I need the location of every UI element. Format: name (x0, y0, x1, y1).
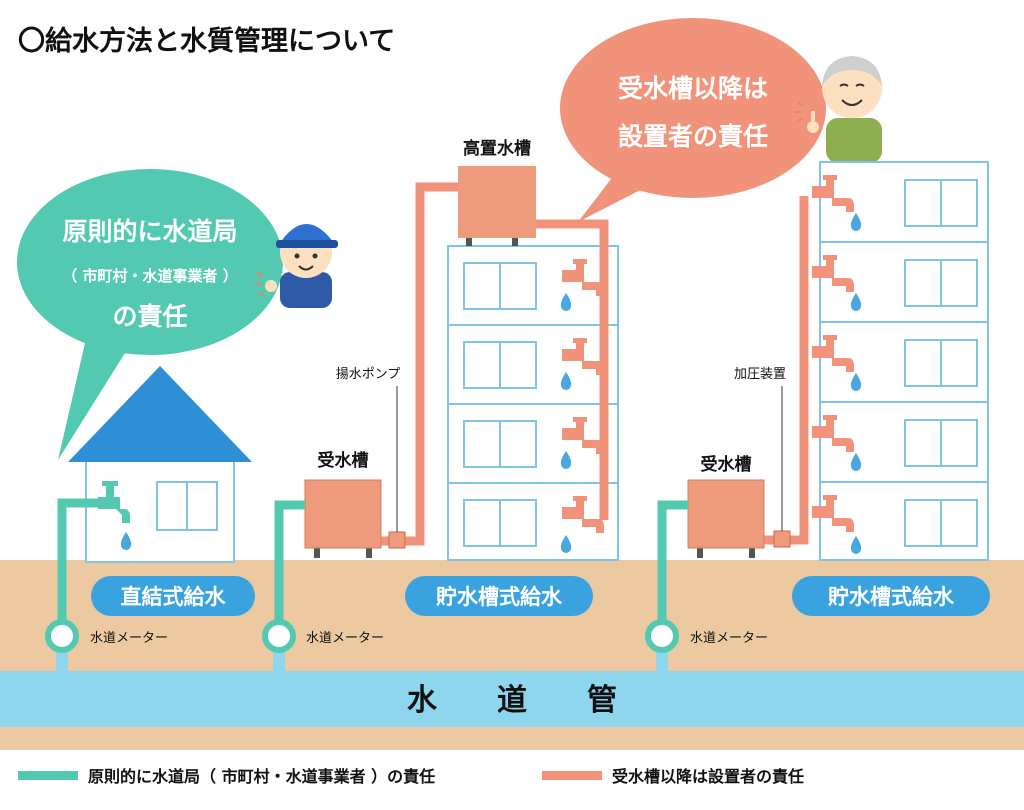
tank-supply-pill-1: 貯水槽式給水 (405, 576, 593, 616)
direct-supply-label: 直結式給水 (121, 585, 227, 609)
tank-supply-label-2: 貯水槽式給水 (828, 585, 955, 609)
direct-supply-pipe (57, 481, 132, 655)
water-main-label: 水 道 管 (407, 683, 617, 718)
legend-salmon-swatch (542, 771, 602, 780)
bubble-city-line2: （ 市町村・水道事業者 ） (62, 267, 237, 285)
elevated-tank-building (447, 245, 619, 561)
meter-1-label: 水道メーター (90, 631, 168, 646)
direct-supply-pill: 直結式給水 (91, 576, 255, 616)
receiving-tank-1-label: 受水槽 (318, 450, 369, 471)
booster-building (819, 161, 989, 561)
legend-green-swatch (18, 771, 78, 780)
booster-label: 加圧装置 (734, 367, 786, 382)
meter-2-label: 水道メーター (306, 631, 384, 646)
booster-icon: 加圧装置 (734, 367, 791, 548)
elevated-tank: 高置水槽 (458, 138, 536, 246)
bubble-owner-line2: 設置者の責任 (618, 122, 768, 151)
page-title: 〇給水方法と水質管理について (18, 25, 395, 57)
water-meter-2: 水道メーター (262, 619, 384, 653)
city-responsibility-bubble: 原則的に水道局 （ 市町村・水道事業者 ） の責任 (17, 169, 283, 460)
receiving-tank-1: 受水槽 (304, 450, 382, 558)
bubble-owner-line1: 受水槽以降は (618, 74, 768, 103)
owner-responsibility-bubble: 受水槽以降は 設置者の責任 (560, 18, 826, 222)
supply-pipe-tank-2 (657, 500, 688, 655)
receiving-tank-2-label: 受水槽 (701, 454, 752, 475)
pump-icon: 揚水ポンプ (336, 366, 406, 549)
meter-3-label: 水道メーター (690, 631, 768, 646)
water-meter-3: 水道メーター (645, 619, 768, 653)
legend: 原則的に水道局（ 市町村・水道事業者 ）の責任 受水槽以降は設置者の責任 (18, 767, 804, 786)
house (68, 366, 252, 563)
receiving-tank-2: 受水槽 (687, 454, 765, 558)
bubble-city-line1: 原則的に水道局 (62, 217, 237, 246)
supply-pipe-tank-1 (274, 500, 305, 655)
tank-supply-pill-2: 貯水槽式給水 (792, 576, 990, 616)
pump-label: 揚水ポンプ (336, 366, 401, 382)
elevated-tank-label: 高置水槽 (463, 138, 531, 159)
legend-salmon-label: 受水槽以降は設置者の責任 (612, 767, 804, 786)
water-worker-icon (255, 224, 338, 308)
tank-supply-label-1: 貯水槽式給水 (436, 585, 563, 609)
building-owner-icon (794, 56, 882, 163)
water-meter-1: 水道メーター (45, 619, 168, 653)
bubble-city-line3: の責任 (112, 302, 187, 331)
legend-green-label: 原則的に水道局（ 市町村・水道事業者 ）の責任 (88, 767, 435, 786)
water-main-pipe (0, 671, 1024, 727)
